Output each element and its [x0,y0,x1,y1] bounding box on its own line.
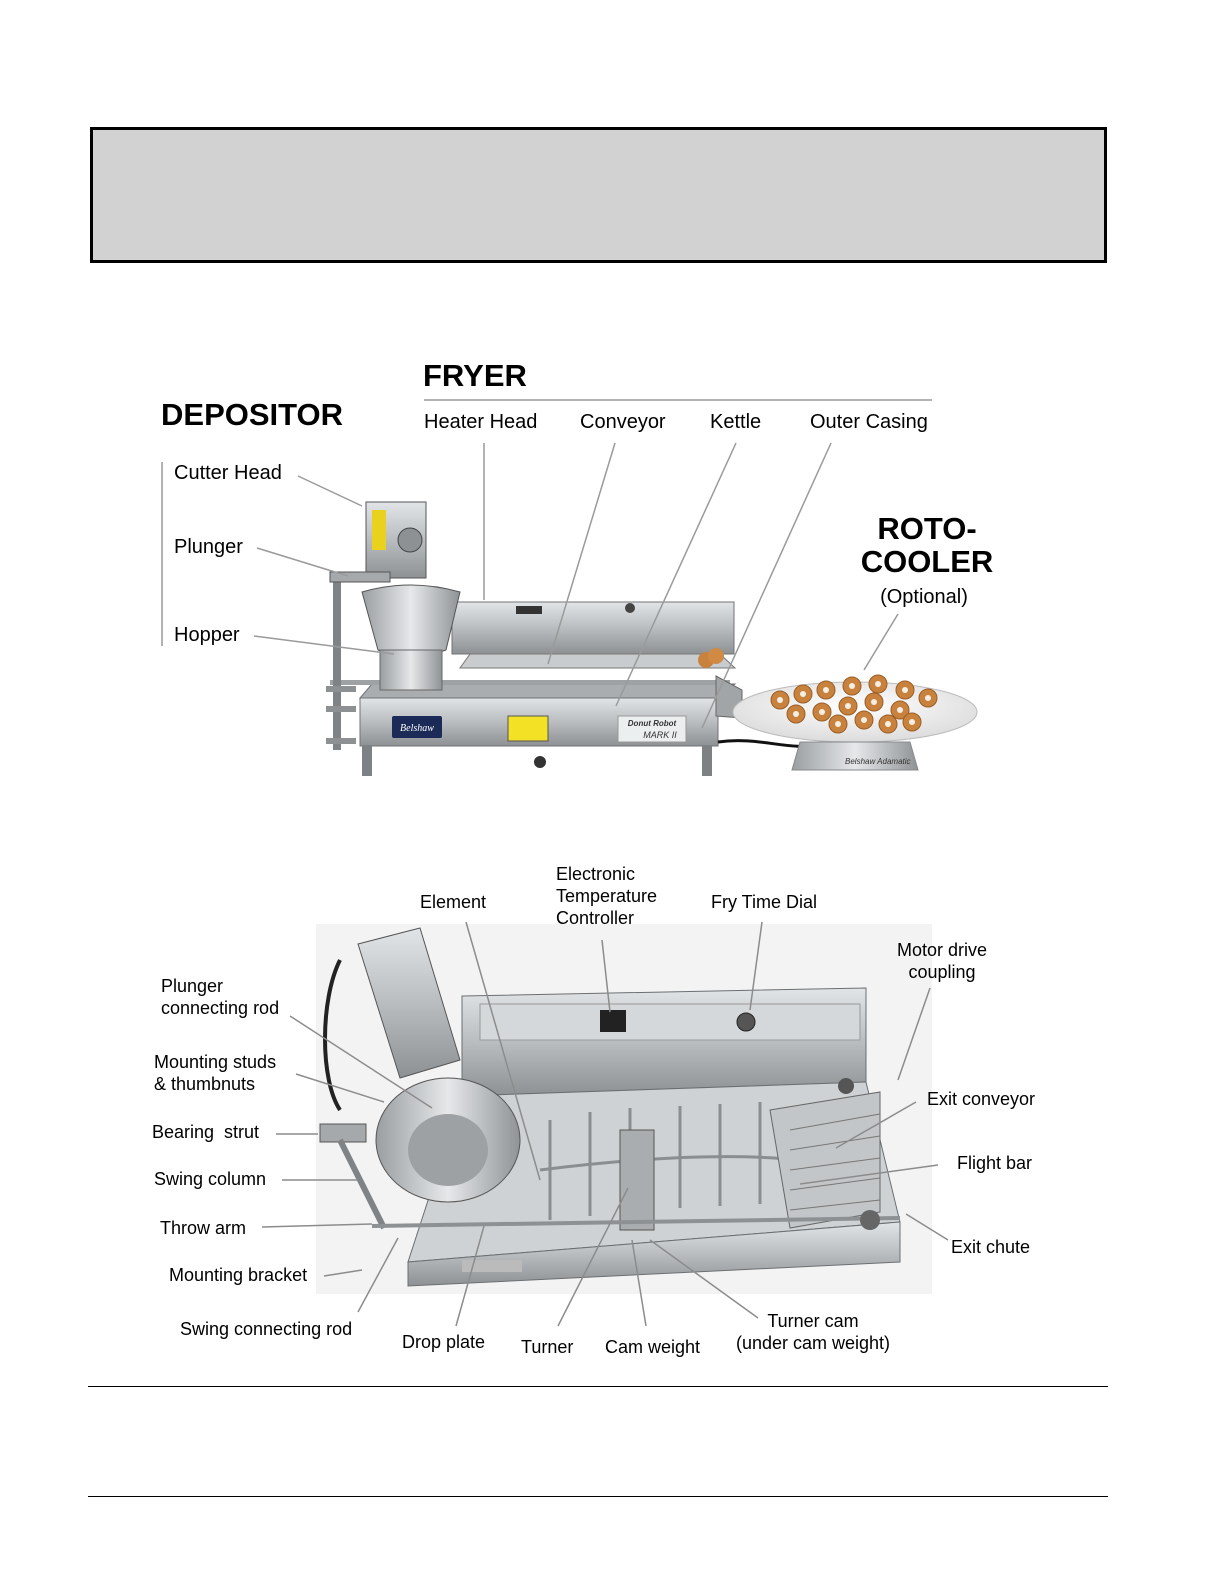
svg-text:Belshaw Adamatic: Belshaw Adamatic [845,757,911,766]
fryer-title: FRYER [423,358,527,393]
svg-text:Belshaw: Belshaw [400,723,434,734]
rotocooler-note: (Optional) [880,586,968,608]
diagram2-leader-lines [261,921,949,1327]
label-turner-cam-line2: (under cam weight) [735,1333,891,1353]
belshaw-badge [392,716,442,738]
temperature-controller-display [600,1010,626,1032]
label-plunger-rod-line1: Plunger [161,976,224,996]
label-outer-casing: Outer Casing [810,411,928,433]
label-etc-line2: Temperature [556,886,658,906]
header-box [90,127,1107,263]
hopper [361,584,461,658]
label-motor-drive-line2: coupling [908,962,976,982]
label-throw-arm: Throw arm [160,1218,247,1238]
warning-label [507,715,549,742]
label-swing-column: Swing column [154,1169,267,1189]
footer-rule-bottom [88,1496,1108,1497]
svg-text:Donut Robot: Donut Robot [628,719,677,728]
label-bearing-strut: Bearing strut [152,1122,260,1142]
label-turner: Turner [521,1337,574,1357]
label-hopper: Hopper [174,624,240,646]
label-cutter-head: Cutter Head [174,462,282,484]
depositor-head [357,927,461,1079]
label-etc-line1: Electronic [556,864,636,884]
heater-head [451,601,735,655]
label-drop-plate: Drop plate [402,1332,486,1352]
conveyor-tray [459,653,737,669]
depositor-title: DEPOSITOR [161,397,344,432]
label-element: Element [420,892,487,912]
label-fry-time-dial: Fry Time Dial [711,892,818,912]
rotocooler-title-line1: ROTO- [877,511,977,546]
label-plunger: Plunger [174,536,243,558]
label-etc-line3: Controller [556,908,635,928]
diagram1-leader-lines [253,442,899,729]
label-cam-weight: Cam weight [605,1337,701,1357]
model-badge [617,715,687,743]
turner [619,1129,655,1231]
exit-conveyor [769,1091,881,1229]
label-motor-drive-line1: Motor drive [896,940,988,960]
label-conveyor: Conveyor [580,411,666,433]
rotocooler-title-line2: COOLER [860,544,994,579]
roto-cooler-base [791,741,919,771]
svg-text:MARK II: MARK II [643,730,677,740]
footer-rule-top [88,1386,1108,1387]
label-mounting-bracket: Mounting bracket [169,1265,308,1285]
label-exit-chute: Exit chute [951,1237,1031,1257]
label-exit-conveyor: Exit conveyor [927,1089,1036,1109]
label-mounting-studs-line1: Mounting studs [154,1052,277,1072]
label-plunger-rod-line2: connecting rod [161,998,280,1018]
label-turner-cam-line1: Turner cam [767,1311,859,1331]
label-heater-head: Heater Head [424,411,538,433]
label-mounting-studs-line2: & thumbnuts [154,1074,256,1094]
fry-time-dial-knob [736,1012,756,1032]
label-flight-bar: Flight bar [957,1153,1033,1173]
label-swing-connecting-rod: Swing connecting rod [180,1319,353,1339]
label-kettle: Kettle [710,411,762,433]
